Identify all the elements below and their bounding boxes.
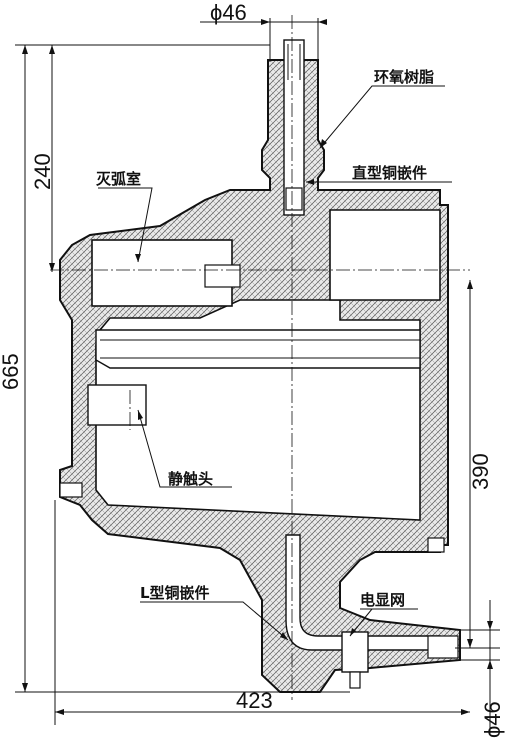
straight-copper-insert-label: 直型铜嵌件 bbox=[352, 164, 427, 182]
straight-copper-insert-drawing bbox=[283, 39, 305, 216]
epoxy-housing bbox=[59, 59, 461, 693]
overall-width-dim: 423 bbox=[236, 688, 273, 713]
l-copper-insert-label: L型铜嵌件 bbox=[140, 584, 210, 602]
top-diameter-dim: ϕ46 bbox=[210, 0, 247, 25]
l-copper-insert-drawing bbox=[285, 534, 459, 673]
dimension-lines bbox=[15, 18, 500, 735]
electric-display-net-label: 电显网 bbox=[360, 591, 405, 609]
arc-chamber-label: 灭弧室 bbox=[95, 170, 141, 188]
upper-height-dim: 240 bbox=[30, 153, 55, 190]
static-contact-label: 静触头 bbox=[168, 470, 213, 488]
fasteners bbox=[59, 264, 445, 689]
bottom-diameter-dim: ϕ46 bbox=[480, 701, 505, 738]
lower-height-dim: 390 bbox=[468, 453, 493, 490]
leader-lines bbox=[98, 85, 452, 641]
overall-height-dim: 665 bbox=[0, 353, 23, 390]
center-lines bbox=[50, 15, 470, 700]
epoxy-resin-label: 环氧树脂 bbox=[374, 68, 434, 86]
